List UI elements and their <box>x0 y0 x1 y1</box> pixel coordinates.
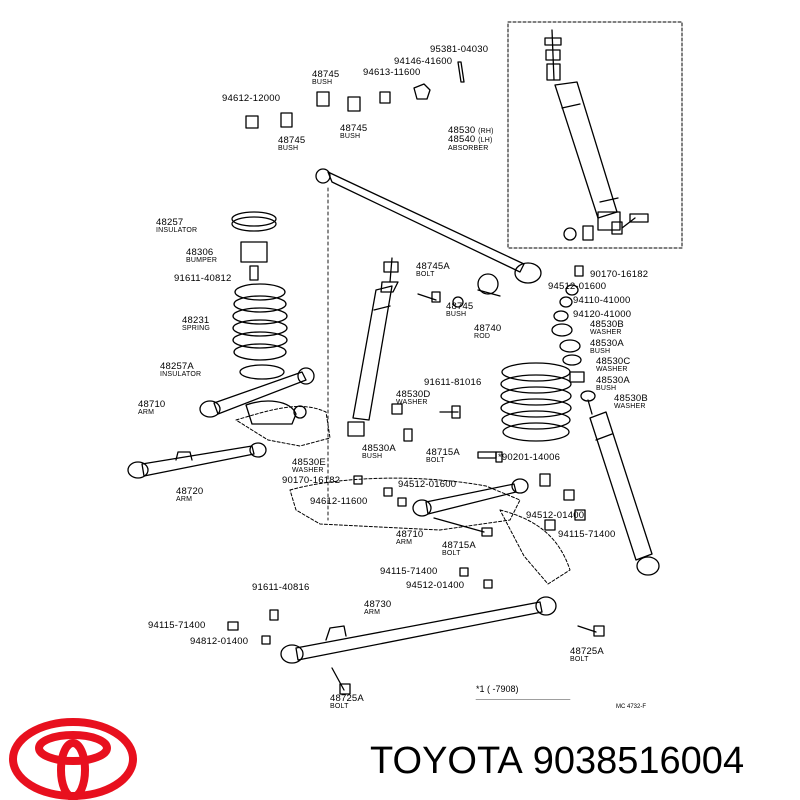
nut-11600 <box>379 91 391 104</box>
bush-mid <box>347 96 361 112</box>
bush-top <box>316 91 330 107</box>
label-bolt-16182-l: 90170-16182 <box>282 475 341 486</box>
label-pin-04030: 95381-04030 <box>430 44 489 55</box>
nut-41600 <box>413 83 431 100</box>
upper-control-arm <box>199 367 315 425</box>
label-nut-71400-r: 94115-71400 <box>558 529 616 540</box>
lower-right-shock <box>539 399 660 576</box>
label-washer-41000-b: 94120-41000 <box>573 309 632 320</box>
label-nut-11600: 94613-11600 <box>363 67 421 78</box>
label-washer-01400-l: 94812-01400 <box>190 636 249 647</box>
label-washer-01400-m: 94512-01400 <box>406 580 465 591</box>
brand-name: TOYOTA <box>370 740 523 782</box>
label-washer-01600-r: 94512-01600 <box>548 281 607 292</box>
cotter-pin <box>457 61 465 83</box>
right-coil-spring <box>500 362 572 442</box>
absorber-detail-box <box>507 21 683 249</box>
lower-arm-48730 <box>227 596 605 695</box>
washer-12000 <box>245 115 259 129</box>
lower-arm-48720 <box>127 442 267 479</box>
label-washer-01400-r: 94512-01400 <box>526 510 585 521</box>
applicability-footnote: *1 ( -7908) <box>476 684 519 694</box>
label-washer-01600-l: 94512-01600 <box>398 479 457 490</box>
coil-spring-assembly <box>231 211 288 380</box>
label-nut-71400-l: 94115-71400 <box>148 620 206 631</box>
axle-housing <box>235 406 571 585</box>
label-washer-11600: 94612-11600 <box>310 496 368 507</box>
label-absorber-word: ABSORBER <box>448 145 489 152</box>
lateral-rod <box>315 168 542 308</box>
label-washer-12000: 94612-12000 <box>222 93 281 104</box>
rear-shock-absorber <box>347 257 413 442</box>
label-bolt-16182-r: 90170-16182 <box>590 269 649 280</box>
lower-arm-48710 <box>412 478 529 537</box>
label-absorber-rh: 48530 (RH) <box>448 125 494 136</box>
label-nut-41600: 94146-41600 <box>394 56 453 67</box>
label-washer-41000-a: 94110-41000 <box>573 295 631 306</box>
upper-shock-absorber <box>544 29 649 241</box>
label-bolt-81016: 91611-81016 <box>424 377 482 388</box>
label-bolt-40812: 91611-40812 <box>174 273 232 284</box>
parts-diagram <box>127 21 683 700</box>
part-number: 9038516004 <box>532 740 745 782</box>
label-nut-71400-m: 94115-71400 <box>380 566 438 577</box>
illustration-code: MC 4732-F <box>616 704 647 710</box>
label-absorber-lh: 48540 (LH) <box>448 134 493 145</box>
toyota-logo <box>9 718 137 800</box>
bush-left <box>280 112 293 128</box>
label-bolt-14006: *90201-14006 <box>498 452 561 463</box>
label-bolt-40816: 91611-40816 <box>252 582 310 593</box>
